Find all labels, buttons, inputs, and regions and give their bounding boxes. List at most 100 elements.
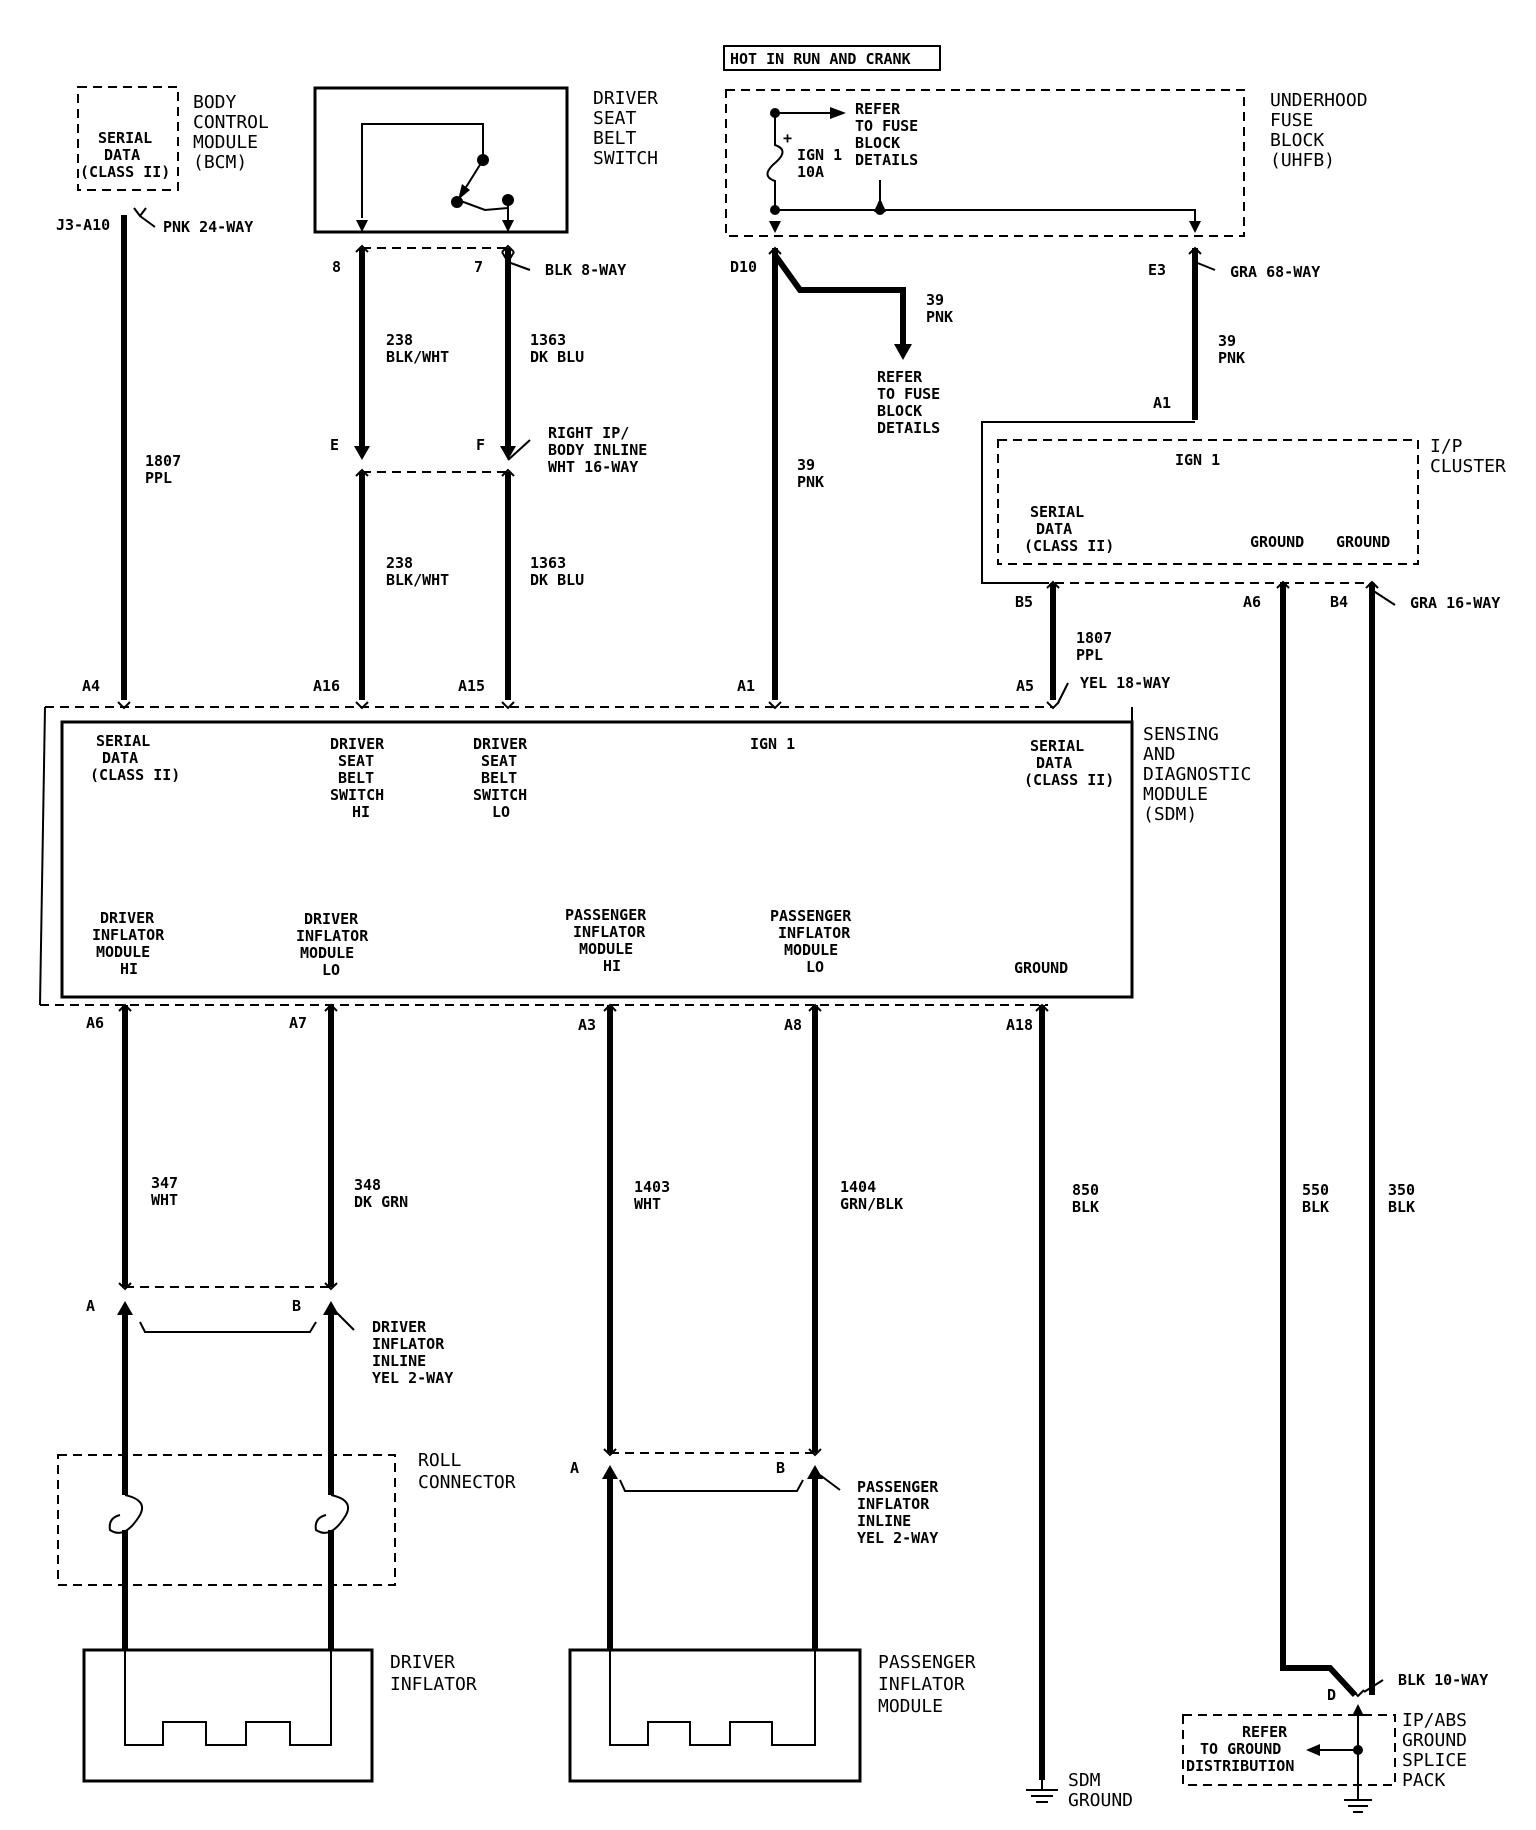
sdm-label-pim-hi: PASSENGER INFLATOR MODULE HI <box>565 906 647 975</box>
wire-39-branch <box>772 253 906 348</box>
wire-39-branch-arrow <box>894 344 912 360</box>
driver-inline-bracket <box>139 1321 317 1333</box>
svg-text:(UHFB): (UHFB) <box>1270 150 1335 171</box>
sdm-label-dim-hi: DRIVER INFLATOR MODULE HI <box>92 909 165 978</box>
svg-text:INFLATOR: INFLATOR <box>372 1335 445 1353</box>
svg-text:YEL 2-WAY: YEL 2-WAY <box>857 1529 938 1547</box>
wire-347-label: 347 WHT <box>151 1174 178 1209</box>
seat-belt-conn-chevrons <box>355 244 515 253</box>
svg-text:WHT: WHT <box>634 1195 661 1213</box>
svg-text:SPLICE: SPLICE <box>1402 1750 1467 1771</box>
svg-text:PACK: PACK <box>1402 1770 1446 1791</box>
svg-text:GRN/BLK: GRN/BLK <box>840 1195 903 1213</box>
svg-text:RIGHT IP/: RIGHT IP/ <box>548 424 629 442</box>
splice-refer-label: REFER TO GROUND DISTRIBUTION <box>1186 1723 1294 1775</box>
wire-39-e3-label: 39 PNK <box>1218 332 1245 367</box>
svg-text:238: 238 <box>386 331 413 349</box>
sdm-pin-a8: A8 <box>784 1016 802 1034</box>
svg-text:INLINE: INLINE <box>857 1512 911 1530</box>
svg-text:850: 850 <box>1072 1181 1099 1199</box>
uhfb-refer-label: REFER TO FUSE BLOCK DETAILS <box>855 100 918 169</box>
svg-text:DRIVER: DRIVER <box>390 1652 455 1673</box>
svg-text:SWITCH: SWITCH <box>473 786 527 804</box>
svg-text:DETAILS: DETAILS <box>855 151 918 169</box>
svg-text:BLK: BLK <box>1302 1198 1329 1216</box>
svg-text:BELT: BELT <box>338 769 374 787</box>
svg-text:CONNECTOR: CONNECTOR <box>418 1472 516 1493</box>
svg-text:DETAILS: DETAILS <box>877 419 940 437</box>
svg-text:BODY: BODY <box>193 92 237 113</box>
cluster-pin-a6: A6 <box>1243 593 1261 611</box>
svg-text:SERIAL: SERIAL <box>96 732 150 750</box>
svg-text:BLOCK: BLOCK <box>1270 130 1324 151</box>
svg-text:SDM: SDM <box>1068 1770 1101 1791</box>
svg-text:LO: LO <box>492 803 510 821</box>
svg-text:SERIAL: SERIAL <box>98 129 152 147</box>
wire-550-label: 550 BLK <box>1302 1181 1329 1216</box>
uhfb-arrow-d10 <box>769 221 781 233</box>
uhfb-pin-e3: E3 <box>1148 261 1166 279</box>
svg-text:PNK: PNK <box>797 473 824 491</box>
svg-text:350: 350 <box>1388 1181 1415 1199</box>
svg-text:DRIVER: DRIVER <box>304 910 359 928</box>
cluster-pin-b4: B4 <box>1330 593 1348 611</box>
uhfb-chevrons <box>768 246 1202 255</box>
svg-text:1403: 1403 <box>634 1178 670 1196</box>
uhfb-bus-bottom <box>775 180 1196 230</box>
uhfb-e3-conn: GRA 68-WAY <box>1230 263 1320 281</box>
svg-text:BLOCK: BLOCK <box>877 402 922 420</box>
svg-text:DRIVER: DRIVER <box>330 735 385 753</box>
svg-text:INFLATOR: INFLATOR <box>92 926 165 944</box>
driver-inline-pin-b: B <box>292 1297 301 1315</box>
svg-text:CLUSTER: CLUSTER <box>1430 456 1506 477</box>
svg-text:39: 39 <box>926 291 944 309</box>
sdm-pin-a18: A18 <box>1006 1016 1033 1034</box>
svg-text:DATA: DATA <box>102 749 138 767</box>
svg-text:INFLATOR: INFLATOR <box>573 923 646 941</box>
svg-text:REFER: REFER <box>1242 1723 1288 1741</box>
driver-inline-pin-a: A <box>86 1297 95 1315</box>
cluster-outer-box <box>981 421 1195 584</box>
wire-238-label-upper: 238 BLK/WHT <box>386 331 449 366</box>
svg-text:238: 238 <box>386 554 413 572</box>
svg-text:MODULE: MODULE <box>300 944 354 962</box>
svg-text:MODULE: MODULE <box>784 941 838 959</box>
svg-text:IP/ABS: IP/ABS <box>1402 1710 1467 1731</box>
wire-1404-label: 1404 GRN/BLK <box>840 1178 903 1213</box>
svg-text:PNK: PNK <box>926 308 953 326</box>
pass-inflator-element <box>609 1650 816 1746</box>
roll-connector-box <box>57 1454 396 1586</box>
svg-text:GROUND: GROUND <box>1402 1730 1467 1751</box>
svg-text:(CLASS II): (CLASS II) <box>1024 771 1114 789</box>
svg-text:(CLASS II): (CLASS II) <box>1024 537 1114 555</box>
uhfb-node-bottom <box>770 205 780 215</box>
svg-text:BLOCK: BLOCK <box>855 134 900 152</box>
driver-inline-arrows <box>117 1301 339 1315</box>
bcm-pin: J3-A10 <box>56 216 110 234</box>
splice-pin-d: D <box>1327 1686 1336 1704</box>
svg-text:BELT: BELT <box>481 769 517 787</box>
sdm-conn-label: YEL 18-WAY <box>1080 674 1170 692</box>
sdm-pin-a3: A3 <box>578 1016 596 1034</box>
wire-1363-arrow <box>500 446 516 460</box>
wire-1807b-label: 1807 PPL <box>1076 629 1112 664</box>
splice-node <box>1353 1745 1363 1755</box>
svg-text:DRIVER: DRIVER <box>100 909 155 927</box>
sdm-pin-a5: A5 <box>1016 677 1034 695</box>
pass-inline-arrows <box>602 1465 823 1479</box>
svg-text:MODULE: MODULE <box>1143 784 1208 805</box>
svg-text:IGN 1: IGN 1 <box>797 146 842 164</box>
wire-238-label-lower: 238 BLK/WHT <box>386 554 449 589</box>
svg-text:BLK: BLK <box>1072 1198 1099 1216</box>
uhfb-arrow-e3 <box>1189 221 1201 233</box>
svg-text:BELT: BELT <box>593 128 637 149</box>
wire-39-main-label: 39 PNK <box>797 456 824 491</box>
sdm-label-serial-1: SERIAL DATA (CLASS II) <box>90 732 180 784</box>
svg-text:REFER: REFER <box>877 368 923 386</box>
svg-text:MODULE: MODULE <box>579 940 633 958</box>
inline-ip-label: RIGHT IP/ BODY INLINE WHT 16-WAY <box>548 424 647 476</box>
sdm-label-serial-2: SERIAL DATA (CLASS II) <box>1024 737 1114 789</box>
pass-inline-pin-a: A <box>570 1459 579 1477</box>
uhfb-node-refer <box>875 205 885 215</box>
svg-text:TO GROUND: TO GROUND <box>1200 1740 1281 1758</box>
